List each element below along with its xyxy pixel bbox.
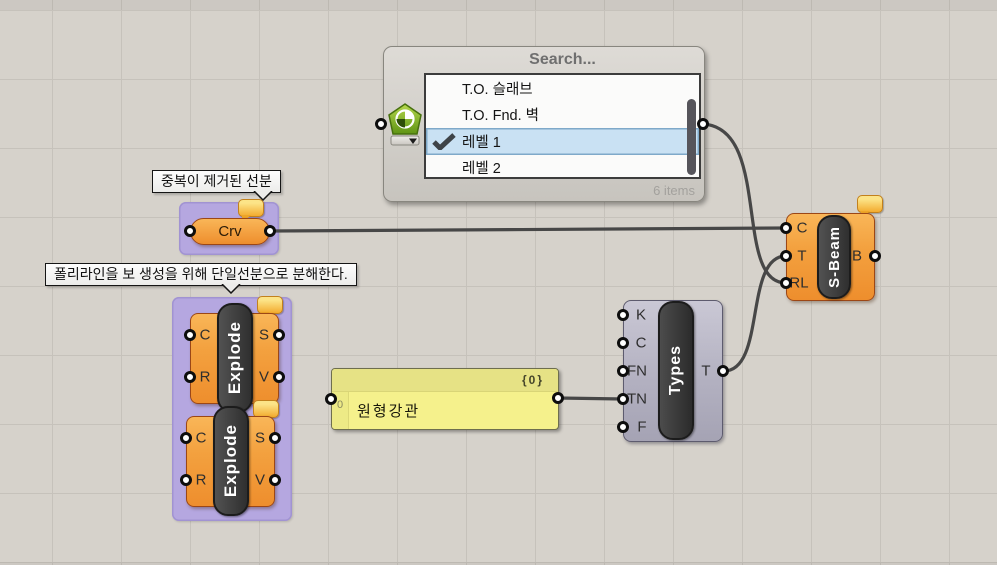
param-output-v: V: [258, 368, 270, 386]
wire-panel-to-types-tn[interactable]: [556, 396, 625, 401]
note-explode-text: 폴리라인을 보 생성을 위해 단일선분으로 분해한다.: [54, 266, 348, 282]
panel-output-knob[interactable]: [552, 392, 564, 404]
crv-input-knob[interactable]: [184, 225, 196, 237]
param-input-k: K: [635, 306, 647, 324]
param-input-f: F: [637, 418, 647, 436]
param-output-s: S: [258, 326, 270, 344]
param-input-r: R: [199, 368, 211, 386]
explode-name-capsule[interactable]: Explode: [213, 406, 249, 516]
comment-balloon-icon[interactable]: [257, 296, 283, 320]
explode-name-capsule[interactable]: Explode: [217, 303, 253, 413]
sbeam-input-knob[interactable]: [780, 222, 792, 234]
sbeam-name-capsule[interactable]: S-Beam: [817, 215, 851, 299]
explode-top-output-knob[interactable]: [273, 371, 285, 383]
param-input-rl: RL: [789, 274, 809, 292]
sbeam-component[interactable]: S-Beam C T RL B: [786, 213, 875, 301]
types-input-knob[interactable]: [617, 393, 629, 405]
param-output-v: V: [254, 471, 266, 489]
param-input-tn: TN: [627, 390, 647, 408]
note-explode[interactable]: 폴리라인을 보 생성을 위해 단일선분으로 분해한다.: [45, 263, 357, 294]
wire-valuelist-to-sbeam-rl[interactable]: [701, 122, 788, 285]
crv-component[interactable]: Crv: [190, 218, 270, 245]
explode-bottom-input-knob[interactable]: [180, 474, 192, 486]
panel-input-knob[interactable]: [325, 393, 337, 405]
explode-top-output-knob[interactable]: [273, 329, 285, 341]
value-list-component[interactable]: Search... T.O.: [383, 46, 705, 202]
param-output-s: S: [254, 429, 266, 447]
panel-text[interactable]: 원형강관: [357, 403, 421, 420]
value-list-item-label: T.O. 슬래브: [462, 81, 533, 98]
sbeam-input-knob[interactable]: [780, 250, 792, 262]
param-input-c: C: [796, 219, 808, 237]
sbeam-output-knob[interactable]: [869, 250, 881, 262]
panel-branch-path: {0}: [332, 369, 558, 392]
check-icon: [432, 133, 456, 154]
explode-bottom-component[interactable]: Explode C R S V: [186, 406, 275, 516]
wire-crv-to-sbeam-c[interactable]: [268, 226, 788, 233]
valuelist-input-knob[interactable]: [375, 118, 387, 130]
wire-types-to-sbeam-t[interactable]: [722, 254, 788, 373]
revit-level-badge-icon[interactable]: [387, 103, 423, 152]
types-name: Types: [667, 345, 684, 396]
explode-top-input-knob[interactable]: [184, 329, 196, 341]
comment-balloon-icon[interactable]: [238, 199, 264, 223]
canvas-bottom-shade: [0, 562, 997, 565]
param-input-fn: FN: [627, 362, 647, 380]
value-list-item-label: T.O. Fnd. 벽: [462, 108, 539, 125]
value-list-item-selected[interactable]: 레벨 1: [426, 128, 699, 155]
note-crv-text: 중복이 제거된 선분: [161, 173, 272, 189]
value-list-item[interactable]: T.O. Fnd. 벽: [426, 102, 699, 129]
types-name-capsule[interactable]: Types: [658, 301, 694, 440]
text-panel-component[interactable]: {0} 0 원형강관: [331, 368, 559, 430]
value-list-item[interactable]: 레벨 2: [426, 155, 699, 178]
explode-bottom-output-knob[interactable]: [269, 474, 281, 486]
param-input-c: C: [635, 334, 647, 352]
param-input-c: C: [195, 429, 207, 447]
param-input-r: R: [195, 471, 207, 489]
crv-output-knob[interactable]: [264, 225, 276, 237]
note-tail: [221, 284, 241, 294]
listbox-scrollbar-thumb[interactable]: [687, 99, 696, 175]
explode-bottom-output-knob[interactable]: [269, 432, 281, 444]
types-input-knob[interactable]: [617, 365, 629, 377]
value-list-item-label: 레벨 2: [462, 161, 501, 178]
value-list-title: Search...: [529, 51, 596, 68]
value-list-count: 6 items: [653, 183, 695, 198]
comment-balloon-icon[interactable]: [857, 195, 883, 219]
explode-top-component[interactable]: Explode C R S V: [190, 303, 279, 413]
explode-name: Explode: [225, 321, 244, 395]
valuelist-output-knob[interactable]: [697, 118, 709, 130]
value-list-item[interactable]: T.O. 슬래브: [426, 75, 699, 102]
types-input-knob[interactable]: [617, 309, 629, 321]
crv-label: Crv: [218, 223, 242, 240]
explode-name: Explode: [221, 424, 240, 498]
types-output-knob[interactable]: [717, 365, 729, 377]
note-crv[interactable]: 중복이 제거된 선분: [152, 170, 281, 201]
param-input-c: C: [199, 326, 211, 344]
types-component[interactable]: Types K C FN TN F T: [623, 300, 723, 442]
explode-bottom-input-knob[interactable]: [180, 432, 192, 444]
value-list-listbox[interactable]: T.O. 슬래브 T.O. Fnd. 벽 레벨 1 레벨 2: [424, 73, 701, 179]
types-input-knob[interactable]: [617, 337, 629, 349]
sbeam-input-knob[interactable]: [780, 277, 792, 289]
sbeam-name: S-Beam: [825, 226, 843, 288]
value-list-item-label: 레벨 1: [462, 134, 501, 151]
types-input-knob[interactable]: [617, 421, 629, 433]
param-output-b: B: [851, 247, 863, 265]
param-output-t: T: [701, 362, 711, 380]
canvas-top-shade: [0, 0, 997, 10]
explode-top-input-knob[interactable]: [184, 371, 196, 383]
param-input-t: T: [797, 247, 807, 265]
